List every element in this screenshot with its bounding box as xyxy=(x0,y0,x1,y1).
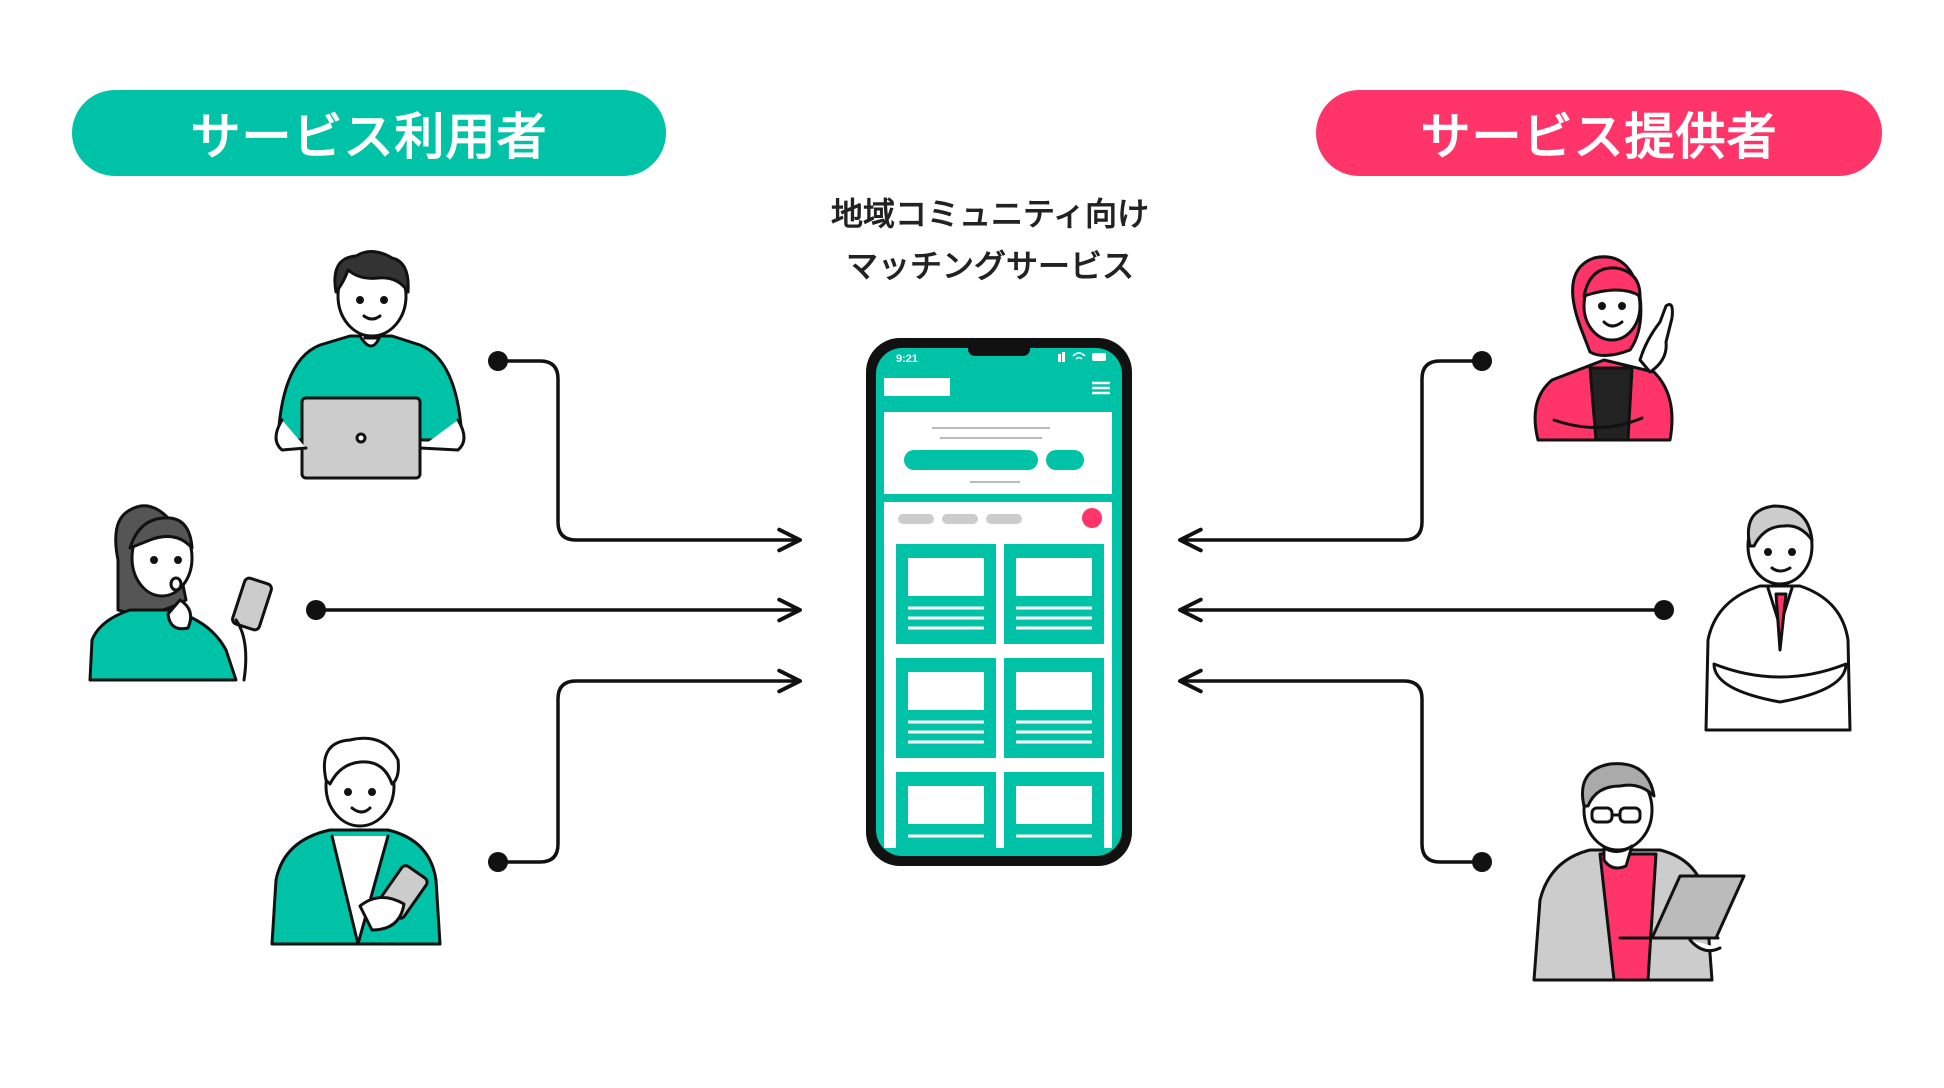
dot-user-1 xyxy=(488,351,508,371)
phone-logo-box xyxy=(884,378,950,396)
connector-user-3 xyxy=(496,668,802,864)
left-dots xyxy=(306,351,508,872)
dot-provider-2 xyxy=(1654,600,1674,620)
dot-user-3 xyxy=(488,852,508,872)
right-dots xyxy=(1472,351,1674,872)
service-title: 地域コミュニティ向け マッチングサービス xyxy=(740,188,1240,292)
phone-notch xyxy=(968,340,1030,356)
dot-provider-3 xyxy=(1472,852,1492,872)
providers-label: サービス提供者 xyxy=(1316,90,1882,176)
phone-card[interactable] xyxy=(1004,544,1104,644)
left-connectors xyxy=(314,359,802,864)
provider-woman-pointing-illustration xyxy=(1533,255,1674,442)
phone-card[interactable] xyxy=(1004,772,1104,848)
user-woman-phone-illustration xyxy=(88,504,273,682)
connector-provider-1 xyxy=(1178,359,1484,553)
users-label: サービス利用者 xyxy=(72,90,666,176)
smartphone: 9:21 xyxy=(866,338,1132,866)
provider-older-man-laptop-illustration xyxy=(1532,762,1746,982)
wifi-icon xyxy=(1072,352,1086,360)
phone-search-field[interactable] xyxy=(904,450,1038,470)
phone-card-grid xyxy=(896,544,1104,848)
user-man-laptop-illustration xyxy=(274,250,466,480)
signal-icon xyxy=(1058,352,1065,362)
menu-icon[interactable] xyxy=(1092,381,1110,395)
service-title-line2: マッチングサービス xyxy=(845,247,1134,285)
user-man-phone-illustration xyxy=(270,736,442,946)
battery-icon xyxy=(1092,353,1106,361)
phone-time: 9:21 xyxy=(896,353,918,365)
phone-card[interactable] xyxy=(896,772,996,848)
service-title-line1: 地域コミュニティ向け xyxy=(830,195,1150,233)
connector-user-1 xyxy=(496,359,802,553)
phone-search-button[interactable] xyxy=(1046,450,1084,470)
phone-card[interactable] xyxy=(1004,658,1104,758)
dot-provider-1 xyxy=(1472,351,1492,371)
provider-man-suit-illustration xyxy=(1704,504,1852,732)
phone-card[interactable] xyxy=(896,544,996,644)
phone-notification-dot xyxy=(1082,508,1102,528)
dot-user-2 xyxy=(306,600,326,620)
phone-card[interactable] xyxy=(896,658,996,758)
right-connectors xyxy=(1178,359,1666,864)
connector-provider-3 xyxy=(1178,668,1484,864)
